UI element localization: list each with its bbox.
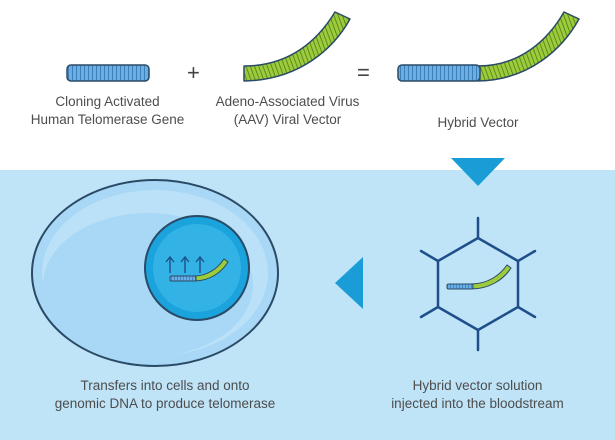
hybrid-vector-icon bbox=[397, 11, 580, 82]
gene-label-line-2: Human Telomerase Gene bbox=[30, 112, 185, 127]
up-arrows-icon bbox=[165, 255, 205, 273]
vector-label-line-1: Adeno-Associated Virus bbox=[215, 94, 360, 109]
virus-label-line-2: injected into the bloodstream bbox=[391, 396, 564, 411]
telomerase-gene-icon bbox=[66, 64, 150, 82]
cell-icon bbox=[31, 179, 279, 367]
triangle-down-icon bbox=[451, 158, 505, 186]
hexagon-virus-icon bbox=[419, 216, 537, 352]
hybrid-label: Hybrid Vector bbox=[437, 115, 519, 130]
virus-label-line-1: Hybrid vector solution bbox=[412, 378, 543, 393]
plus-sign: + bbox=[187, 60, 200, 85]
vector-label: Adeno-Associated Virus (AAV) Viral Vecto… bbox=[200, 93, 375, 129]
gene-label: Cloning Activated Human Telomerase Gene bbox=[20, 93, 195, 129]
cell-label: Transfers into cells and onto genomic DN… bbox=[30, 377, 300, 413]
gene-label-line-1: Cloning Activated bbox=[55, 94, 160, 109]
triangle-left-icon bbox=[335, 257, 363, 309]
aav-vector-icon bbox=[243, 11, 351, 82]
cell-label-line-1: Transfers into cells and onto bbox=[80, 378, 250, 393]
equals-sign: = bbox=[357, 60, 370, 85]
virus-label: Hybrid vector solution injected into the… bbox=[375, 377, 580, 413]
top-panel bbox=[0, 0, 615, 170]
vector-label-line-2: (AAV) Viral Vector bbox=[233, 112, 342, 127]
cell-label-line-2: genomic DNA to produce telomerase bbox=[54, 396, 276, 411]
